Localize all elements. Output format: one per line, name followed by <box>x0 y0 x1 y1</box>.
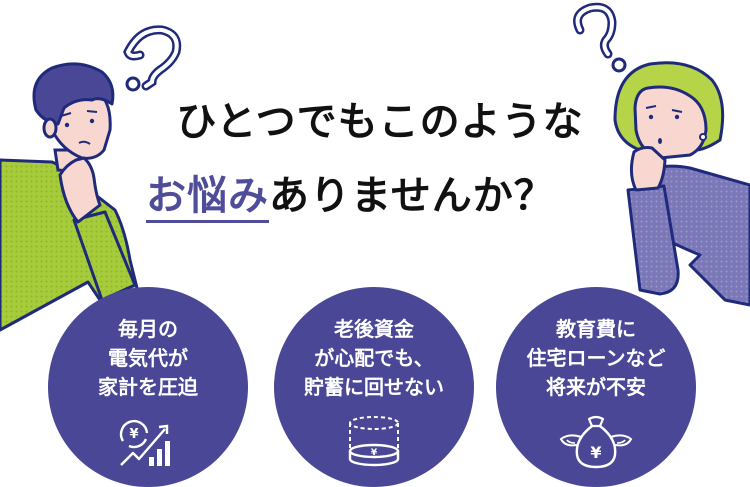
concern-circle-education-loans: 教育費に 住宅ローンなど 将来が不安 ¥ <box>496 287 696 487</box>
concern-line: 老後資金 <box>334 317 414 341</box>
concern-circle-electricity: 毎月の 電気代が 家計を圧迫 ¥ <box>48 287 248 487</box>
concern-text: 老後資金 が心配でも、 貯蓄に回せない <box>274 315 474 402</box>
headline-question: ありませんか？ <box>269 173 555 219</box>
headline: ひとつでもこのような お悩みありませんか？ <box>140 96 620 223</box>
concern-circle-retirement: 老後資金 が心配でも、 貯蓄に回せない ¥ <box>274 287 474 487</box>
concern-line: 電気代が <box>108 346 188 370</box>
concern-line: が心配でも、 <box>314 346 434 370</box>
svg-text:¥: ¥ <box>371 448 378 458</box>
headline-accent-worries: お悩み <box>146 173 269 223</box>
yen-coin-stack-icon: ¥ <box>348 416 400 467</box>
headline-line2: お悩みありませんか？ <box>140 170 620 223</box>
thinking-man-illustration <box>0 25 182 332</box>
concern-text: 教育費に 住宅ローンなど 将来が不安 <box>496 315 696 402</box>
flying-money-bag-icon: ¥ <box>559 415 633 469</box>
concern-text: 毎月の 電気代が 家計を圧迫 <box>48 315 248 402</box>
concern-line: 毎月の <box>118 317 178 341</box>
concern-line: 将来が不安 <box>546 375 646 399</box>
svg-text:¥: ¥ <box>590 443 601 462</box>
concern-line: 貯蓄に回せない <box>304 375 444 399</box>
concern-line: 家計を圧迫 <box>98 375 198 399</box>
svg-text:¥: ¥ <box>129 427 138 442</box>
concern-line: 教育費に <box>556 317 636 341</box>
headline-line1: ひとつでもこのような <box>176 99 584 145</box>
thinking-woman-illustration <box>573 2 750 307</box>
yen-rising-chart-icon: ¥ <box>119 420 170 466</box>
concern-line: 住宅ローンなど <box>526 346 666 370</box>
